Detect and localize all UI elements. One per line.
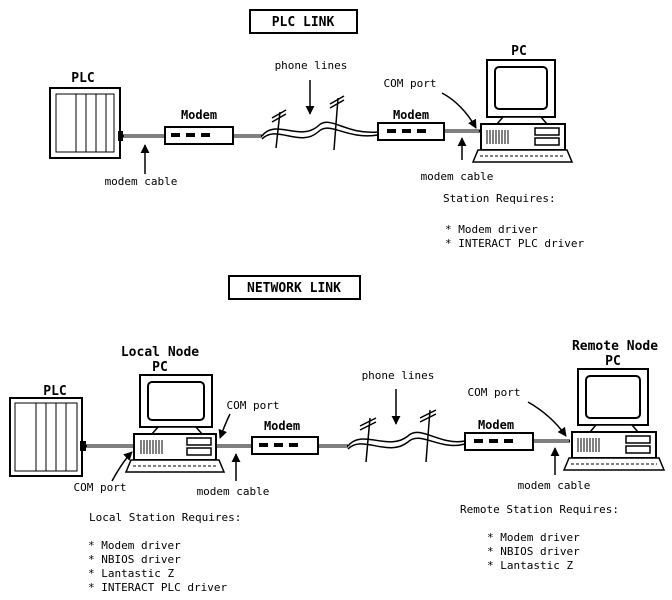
plc-device-icon: PLC bbox=[50, 71, 123, 158]
local-requirement-item: * Modem driver bbox=[88, 539, 181, 552]
remote-node-label: Remote Node bbox=[572, 339, 658, 354]
com-port-arrow bbox=[442, 93, 476, 128]
phone-lines-graphic bbox=[348, 410, 465, 462]
phone-lines-graphic bbox=[262, 96, 378, 150]
plc-device-icon: PLC bbox=[10, 384, 86, 476]
modem-cable-label-right: modem cable bbox=[421, 170, 494, 183]
remote-station-requires-heading: Remote Station Requires: bbox=[460, 503, 619, 516]
local-pc-icon: Local Node PC bbox=[121, 345, 224, 472]
network-link-title: NETWORK LINK bbox=[247, 281, 341, 296]
modem-cable-label-local: modem cable bbox=[197, 485, 270, 498]
remote-pc-label: PC bbox=[605, 354, 621, 369]
phone-lines-label: phone lines bbox=[275, 59, 348, 72]
remote-requirement-item: * Modem driver bbox=[487, 531, 580, 544]
modem-right-icon: Modem bbox=[465, 418, 533, 450]
modem-cable-label-left: modem cable bbox=[105, 175, 178, 188]
local-station-requires-heading: Local Station Requires: bbox=[89, 511, 241, 524]
remote-pc-icon: Remote Node PC bbox=[564, 339, 664, 470]
pc-label: PC bbox=[511, 44, 527, 59]
modem-right-label: Modem bbox=[478, 418, 514, 432]
com-port-label-local-upper: COM port bbox=[227, 399, 280, 412]
plc-link-title: PLC LINK bbox=[272, 15, 335, 30]
modem-left-label: Modem bbox=[181, 108, 217, 122]
local-requirement-item: * NBIOS driver bbox=[88, 553, 181, 566]
com-port-label-local-lower: COM port bbox=[74, 481, 127, 494]
local-requirement-item: * Lantastic Z bbox=[88, 567, 174, 580]
modem-left-label: Modem bbox=[264, 419, 300, 433]
local-node-label: Local Node bbox=[121, 345, 199, 360]
phone-lines-label: phone lines bbox=[362, 369, 435, 382]
modem-left-icon: Modem bbox=[165, 108, 233, 144]
com-port-arrow-remote bbox=[528, 402, 566, 436]
com-port-label: COM port bbox=[384, 77, 437, 90]
modem-cable-label-remote: modem cable bbox=[518, 479, 591, 492]
modem-right-label: Modem bbox=[393, 108, 429, 122]
modem-right-icon: Modem bbox=[378, 108, 444, 140]
network-link-section: NETWORK LINK PLC Local Node PC bbox=[10, 276, 664, 594]
plc-label: PLC bbox=[71, 71, 94, 86]
com-port-arrow-local-upper bbox=[220, 414, 230, 438]
pc-icon: PC bbox=[473, 44, 572, 162]
local-pc-label: PC bbox=[152, 360, 168, 375]
remote-requirement-item: * NBIOS driver bbox=[487, 545, 580, 558]
modem-left-icon: Modem bbox=[252, 419, 318, 454]
requirement-item: * Modem driver bbox=[445, 223, 538, 236]
requirement-item: * INTERACT PLC driver bbox=[445, 237, 584, 250]
com-port-label-remote: COM port bbox=[468, 386, 521, 399]
local-requirement-item: * INTERACT PLC driver bbox=[88, 581, 227, 594]
plc-label: PLC bbox=[43, 384, 66, 399]
station-requires-heading: Station Requires: bbox=[443, 192, 556, 205]
remote-requirement-item: * Lantastic Z bbox=[487, 559, 573, 572]
plc-link-section: PLC LINK PLC Modem bbox=[50, 10, 584, 250]
